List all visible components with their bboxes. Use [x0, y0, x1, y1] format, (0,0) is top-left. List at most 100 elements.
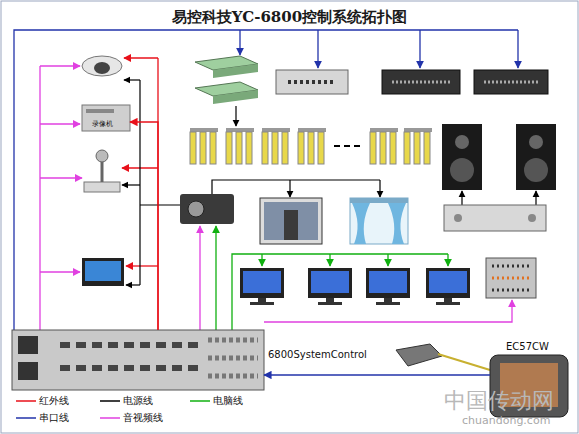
legend-line	[16, 417, 36, 419]
av-wire	[40, 65, 80, 66]
relay	[298, 132, 304, 164]
serial-wire	[14, 30, 518, 345]
rack-ports	[392, 81, 450, 84]
computer-stand	[436, 302, 460, 305]
computer-monitor	[240, 268, 284, 298]
power-wire	[124, 79, 140, 80]
infrared-wire	[157, 58, 158, 330]
relay	[272, 132, 278, 164]
computer-stand	[250, 302, 274, 305]
speaker-cone	[450, 158, 474, 182]
computer-stand	[444, 298, 452, 302]
vcr-slot	[86, 109, 114, 113]
wireless-receiver	[396, 344, 442, 366]
visualizer-base	[84, 182, 120, 192]
power-wire	[289, 180, 290, 197]
computer-stand	[384, 298, 392, 302]
relay	[262, 132, 268, 164]
computer-stand	[326, 298, 334, 302]
rack-sockets	[288, 80, 336, 84]
relay-bar	[262, 128, 290, 132]
av-wire	[39, 66, 40, 330]
power-wire	[140, 204, 180, 205]
mixer-knobs	[492, 265, 530, 268]
relay	[246, 132, 252, 164]
legend-sample	[100, 414, 120, 422]
antenna-cable	[438, 354, 490, 370]
relay-bar	[190, 128, 218, 132]
relay	[200, 132, 206, 164]
rack-device	[474, 70, 548, 94]
av-wire	[199, 226, 200, 330]
relay	[380, 132, 386, 164]
power-wire	[461, 191, 462, 205]
relay	[414, 132, 420, 164]
computer-monitor	[308, 268, 352, 298]
computer-wire	[215, 226, 216, 330]
legend-sample	[190, 397, 210, 405]
legend-line	[16, 400, 36, 402]
power-wire	[212, 180, 380, 194]
serial-wire	[517, 30, 518, 68]
central-controller: 6800SystemControl	[12, 330, 264, 390]
computer-wire	[232, 254, 448, 330]
computer-screen	[243, 271, 281, 293]
computer-screen	[429, 271, 467, 293]
amplifier-knob	[454, 214, 462, 222]
curtain	[388, 203, 406, 244]
computer-stand	[376, 302, 400, 305]
computer-screen	[369, 271, 407, 293]
vcr-device: 录像机	[82, 105, 130, 131]
visualizer-head	[96, 150, 108, 162]
curtain	[350, 198, 408, 244]
power-wire	[535, 191, 536, 205]
speaker-cone	[529, 135, 543, 149]
projection-screen	[260, 198, 322, 244]
legend-sample	[100, 397, 120, 405]
relay-bar	[298, 128, 326, 132]
continuation-dash	[334, 145, 362, 147]
relay-bar	[370, 128, 398, 132]
relay-bar	[226, 128, 254, 132]
serial-wire	[419, 30, 420, 68]
computer-wire	[261, 254, 262, 266]
legend-text: 串口线	[39, 411, 69, 425]
rack-ports	[484, 81, 538, 84]
speaker	[516, 124, 556, 190]
relay	[424, 132, 430, 164]
signal-connector	[130, 122, 158, 330]
computer-stand	[258, 298, 266, 302]
legend-entry: 红外线	[16, 394, 69, 408]
screen-image	[284, 210, 298, 240]
speaker	[442, 124, 482, 190]
relay	[404, 132, 410, 164]
av-ports	[208, 374, 258, 379]
amplifier	[444, 205, 546, 231]
computer-monitor	[426, 268, 470, 298]
av-wire	[40, 271, 80, 272]
camera-lens	[94, 62, 110, 74]
camera-dome	[82, 56, 122, 76]
curtain	[352, 203, 370, 244]
power-socket	[18, 362, 38, 380]
relay	[370, 132, 376, 164]
mixer-knobs	[492, 277, 530, 280]
tv-screen	[85, 261, 121, 281]
projector-lens	[188, 201, 204, 217]
legend-text: 音视频线	[123, 411, 163, 425]
serial-wire	[317, 30, 318, 68]
legend-sample	[16, 397, 36, 405]
av-ports	[208, 356, 258, 361]
computer-screen	[311, 271, 349, 293]
watermark: 中国传动网	[444, 390, 554, 412]
power-wire	[379, 180, 380, 197]
legend-line	[100, 417, 120, 419]
legend-entry: 音视频线	[100, 411, 163, 425]
computer-monitor	[366, 268, 410, 298]
visualizer-arm	[101, 160, 104, 182]
av-wire	[40, 177, 82, 178]
rack-device	[382, 70, 460, 94]
